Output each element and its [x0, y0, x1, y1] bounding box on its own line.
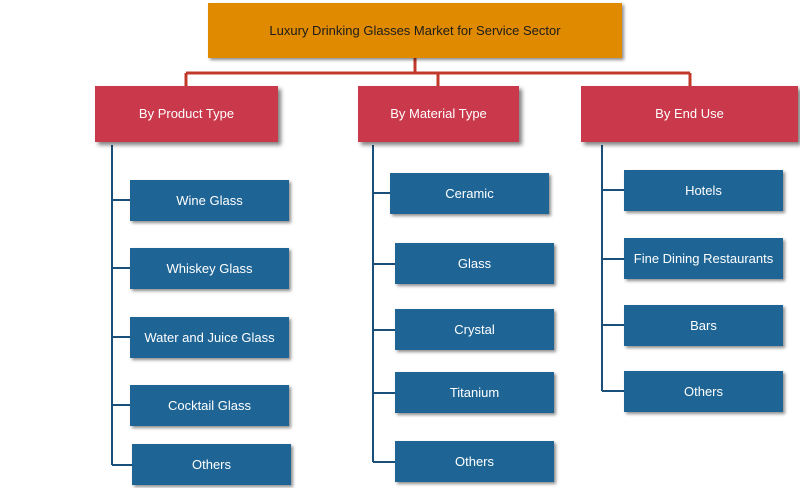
- leaf-crystal: Crystal: [395, 309, 554, 350]
- leaf-label: Others: [454, 453, 494, 469]
- leaf-product-others: Others: [132, 444, 291, 485]
- leaf-label: Others: [191, 456, 231, 472]
- leaf-fine-dining-restaurants: Fine Dining Restaurants: [624, 238, 783, 279]
- leaf-label: Whiskey Glass: [166, 260, 253, 276]
- category-label: By Material Type: [390, 106, 487, 122]
- category-material-type: By Material Type: [358, 86, 519, 142]
- leaf-enduse-others: Others: [624, 371, 783, 412]
- leaf-glass: Glass: [395, 243, 554, 284]
- leaf-label: Cocktail Glass: [167, 397, 252, 413]
- leaf-label: Bars: [690, 317, 717, 333]
- leaf-cocktail-glass: Cocktail Glass: [130, 385, 289, 426]
- category-end-use: By End Use: [581, 86, 798, 142]
- leaf-label: Wine Glass: [176, 192, 243, 208]
- leaf-wine-glass: Wine Glass: [130, 180, 289, 221]
- category-product-type: By Product Type: [95, 86, 278, 142]
- leaf-ceramic: Ceramic: [390, 173, 549, 214]
- leaf-label: Others: [683, 383, 723, 399]
- leaf-label: Fine Dining Restaurants: [633, 250, 774, 266]
- leaf-label: Crystal: [454, 321, 495, 337]
- root-label: Luxury Drinking Glasses Market for Servi…: [269, 22, 561, 38]
- leaf-label: Hotels: [685, 182, 722, 198]
- leaf-label: Glass: [457, 255, 492, 271]
- category-label: By Product Type: [138, 106, 235, 122]
- leaf-material-others: Others: [395, 441, 554, 482]
- root-node: Luxury Drinking Glasses Market for Servi…: [208, 3, 622, 58]
- leaf-whiskey-glass: Whiskey Glass: [130, 248, 289, 289]
- leaf-label: Titanium: [449, 384, 500, 400]
- leaf-hotels: Hotels: [624, 170, 783, 211]
- leaf-label: Ceramic: [445, 185, 494, 201]
- leaf-bars: Bars: [624, 305, 783, 346]
- category-label: By End Use: [655, 106, 724, 122]
- leaf-titanium: Titanium: [395, 372, 554, 413]
- leaf-label: Water and Juice Glass: [144, 329, 275, 345]
- leaf-water-juice-glass: Water and Juice Glass: [130, 317, 289, 358]
